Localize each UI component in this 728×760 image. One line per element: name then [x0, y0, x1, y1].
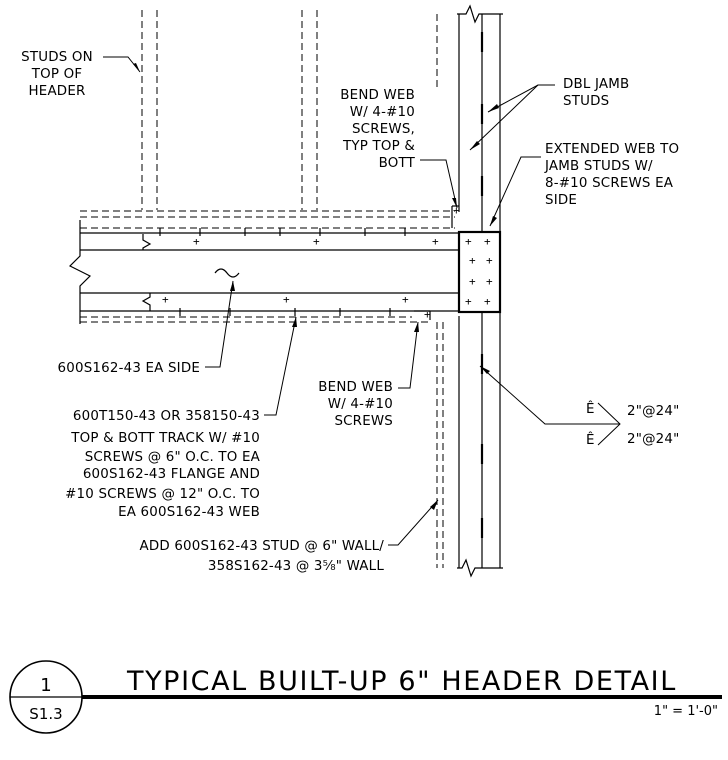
svg-text:SIDE: SIDE [545, 193, 577, 208]
svg-text:600S162-43 EA SIDE: 600S162-43 EA SIDE [58, 361, 200, 376]
extended-web-plate: + + + + + + + + + + [414, 204, 502, 321]
note-studs-on-header: STUDS ON TOP OF HEADER [21, 50, 93, 99]
svg-text:HEADER: HEADER [29, 84, 86, 99]
note-track: 600T150-43 OR 358150-43 TOP & BOTT TRACK… [65, 409, 261, 520]
header-top-studs [80, 10, 455, 218]
svg-text:W/ 4-#10: W/ 4-#10 [328, 397, 393, 412]
svg-text:Ê: Ê [586, 399, 595, 417]
weld-symbol: Ê Ê 2"@24" 2"@24" [586, 399, 679, 448]
note-header-member: 600S162-43 EA SIDE [58, 361, 200, 376]
svg-text:+: + [486, 275, 493, 288]
note-add-stud: ADD 600S162-43 STUD @ 6" WALL/ 358S162-4… [139, 539, 384, 574]
svg-text:EA 600S162-43 WEB: EA 600S162-43 WEB [118, 505, 260, 520]
svg-text:EXTENDED WEB TO: EXTENDED WEB TO [545, 142, 679, 157]
svg-text:+: + [402, 293, 409, 306]
svg-text:TOP & BOTT TRACK W/ #10: TOP & BOTT TRACK W/ #10 [70, 431, 260, 446]
note-extended-web: EXTENDED WEB TO JAMB STUDS W/ 8-#10 SCRE… [544, 142, 679, 208]
header-members: + + + + + + [68, 220, 460, 324]
svg-text:SCREWS @ 6" O.C. TO EA: SCREWS @ 6" O.C. TO EA [85, 450, 261, 465]
detail-title: TYPICAL BUILT-UP 6" HEADER DETAIL [126, 666, 677, 697]
svg-text:STUDS ON: STUDS ON [21, 50, 93, 65]
leader-lines [103, 56, 587, 546]
svg-text:+: + [465, 295, 472, 308]
svg-text:+: + [313, 235, 320, 248]
jamb-studs [436, 4, 503, 578]
svg-text:+: + [484, 235, 491, 248]
svg-text:+: + [484, 295, 491, 308]
svg-text:+: + [283, 293, 290, 306]
svg-text:TOP OF: TOP OF [31, 67, 83, 82]
sheet-number: S1.3 [29, 705, 62, 723]
svg-text:600S162-43 FLANGE AND: 600S162-43 FLANGE AND [83, 467, 260, 482]
note-bend-web-top: BEND WEB W/ 4-#10 SCREWS, TYP TOP & BOTT [340, 88, 415, 171]
svg-text:BOTT: BOTT [379, 156, 416, 171]
svg-text:W/ 4-#10: W/ 4-#10 [350, 105, 415, 120]
detail-scale: 1" = 1'-0" [654, 704, 718, 719]
note-dbl-jamb: DBL JAMB STUDS [563, 77, 629, 109]
svg-text:SCREWS,: SCREWS, [352, 122, 415, 137]
svg-text:SCREWS: SCREWS [334, 414, 393, 429]
svg-text:+: + [453, 204, 460, 217]
svg-text:ADD 600S162-43 STUD @ 6" WALL/: ADD 600S162-43 STUD @ 6" WALL/ [139, 539, 384, 554]
title-block: 1 S1.3 TYPICAL BUILT-UP 6" HEADER DETAIL… [9, 660, 722, 734]
svg-text:TYP TOP &: TYP TOP & [342, 139, 415, 154]
svg-text:BEND WEB: BEND WEB [340, 88, 415, 103]
svg-text:JAMB STUDS W/: JAMB STUDS W/ [544, 159, 653, 174]
svg-text:DBL JAMB: DBL JAMB [563, 77, 629, 92]
svg-text:STUDS: STUDS [563, 94, 609, 109]
weld-callout-1: 2"@24" [627, 404, 679, 419]
svg-text:600T150-43 OR 358150-43: 600T150-43 OR 358150-43 [73, 409, 260, 424]
svg-text:BEND WEB: BEND WEB [318, 380, 393, 395]
svg-text:+: + [432, 235, 439, 248]
svg-text:+: + [193, 235, 200, 248]
svg-text:+: + [486, 254, 493, 267]
svg-text:+: + [424, 308, 431, 321]
svg-text:358S162-43 @ 3⅝" WALL: 358S162-43 @ 3⅝" WALL [208, 559, 384, 574]
svg-text:+: + [162, 293, 169, 306]
svg-text:Ê: Ê [586, 430, 595, 448]
svg-text:+: + [469, 275, 476, 288]
weld-callout-2: 2"@24" [627, 432, 679, 447]
svg-text:+: + [469, 254, 476, 267]
svg-text:8-#10 SCREWS EA: 8-#10 SCREWS EA [545, 176, 674, 191]
svg-text:#10 SCREWS @ 12" O.C. TO: #10 SCREWS @ 12" O.C. TO [65, 487, 260, 502]
svg-text:+: + [465, 235, 472, 248]
flange-screw-ticks [159, 228, 406, 316]
note-bend-web-bottom: BEND WEB W/ 4-#10 SCREWS [318, 380, 393, 429]
detail-number: 1 [40, 675, 51, 696]
